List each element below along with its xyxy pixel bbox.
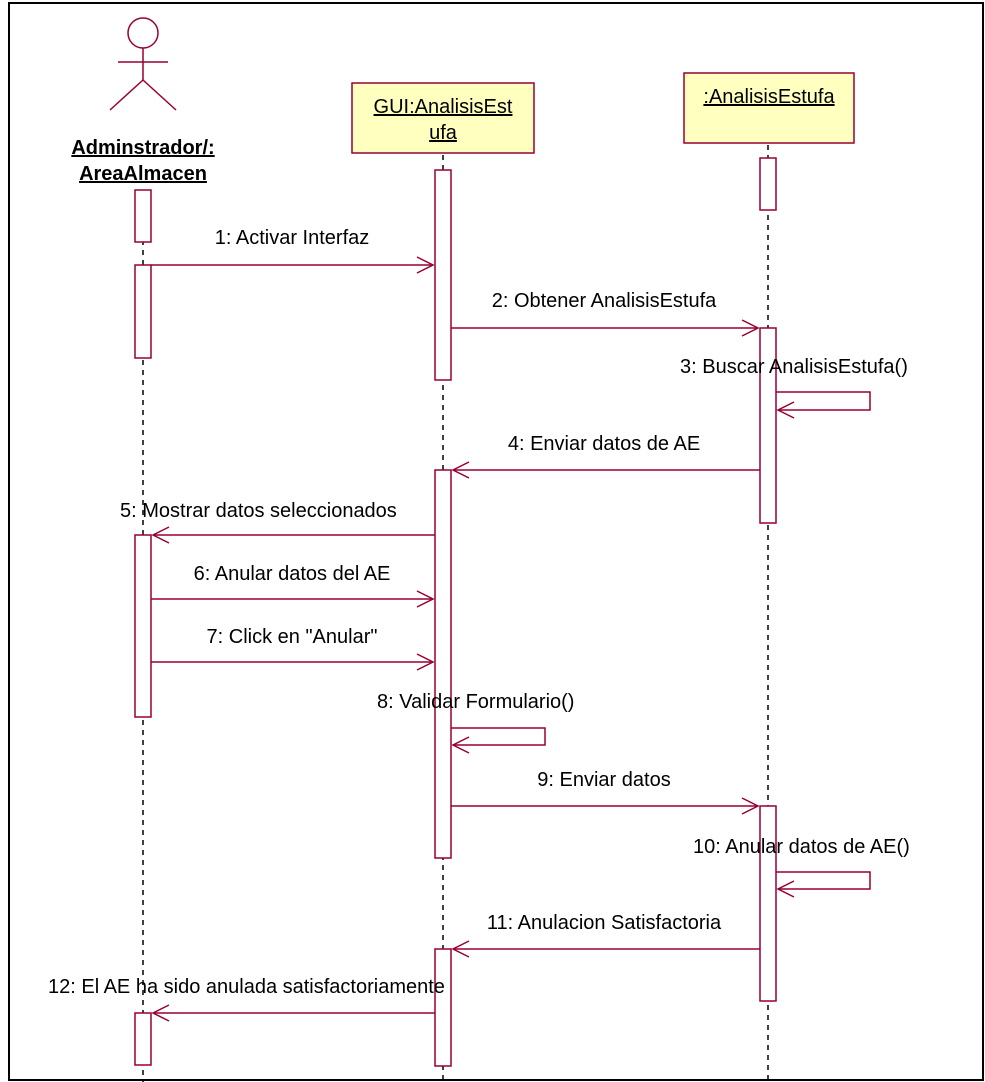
analisis-activation-bar — [759, 327, 777, 524]
message-label-11: 11: Anulacion Satisfactoria — [487, 912, 722, 934]
arrowhead — [416, 256, 435, 274]
message-arrow-8-self — [451, 727, 546, 746]
stick-figure-actor-icon — [109, 17, 177, 111]
arrowhead — [151, 1004, 170, 1022]
message-label-5: 5: Mostrar datos seleccionados — [120, 500, 397, 522]
message-label-4: 4: Enviar datos de AE — [508, 433, 700, 455]
message-label-8: 8: Validar Formulario() — [377, 691, 574, 713]
analisis-activation-bar — [759, 157, 777, 211]
gui-object-box[interactable] — [351, 82, 535, 154]
message-label-2: 2: Obtener AnalisisEstufa — [492, 290, 717, 312]
gui-object-name-line2: ufa — [429, 122, 458, 144]
arrowhead — [451, 940, 470, 958]
message-label-1: 1: Activar Interfaz — [215, 227, 370, 249]
arrowhead — [451, 736, 470, 754]
message-label-6: 6: Anular datos del AE — [194, 563, 391, 585]
message-label-12: 12: El AE ha sido anulada satisfactoriam… — [48, 976, 445, 998]
message-arrow-3-self — [776, 391, 871, 411]
diagram-border — [8, 2, 984, 1081]
arrowhead — [741, 797, 760, 815]
arrowhead — [151, 526, 170, 544]
gui-activation-bar — [434, 948, 452, 1067]
actor-activation-bar — [134, 189, 152, 243]
analisis-object-box[interactable] — [683, 72, 855, 144]
arrowhead — [416, 590, 435, 608]
arrowhead — [451, 461, 470, 479]
actor-activation-bar — [134, 534, 152, 718]
message-arrow-10-self — [776, 871, 871, 890]
gui-activation-bar — [434, 469, 452, 859]
actor-name-line1: Adminstrador/: — [71, 137, 214, 159]
gui-object-name-line1: GUI:AnalisisEst — [374, 96, 513, 118]
arrowhead — [741, 319, 760, 337]
actor-activation-bar — [134, 1012, 152, 1066]
analisis-activation-bar — [759, 805, 777, 1002]
analisis-object-name: :AnalisisEstufa — [703, 86, 835, 108]
actor-name-line2: AreaAlmacen — [79, 163, 207, 185]
message-label-9: 9: Enviar datos — [537, 769, 670, 791]
gui-activation-bar — [434, 169, 452, 381]
message-label-7: 7: Click en "Anular" — [207, 626, 378, 648]
actor-activation-bar — [134, 264, 152, 359]
arrowhead — [416, 653, 435, 671]
arrowhead — [776, 401, 795, 419]
arrowhead — [776, 880, 795, 898]
message-label-3: 3: Buscar AnalisisEstufa() — [680, 356, 908, 378]
message-label-10: 10: Anular datos de AE() — [693, 836, 910, 858]
